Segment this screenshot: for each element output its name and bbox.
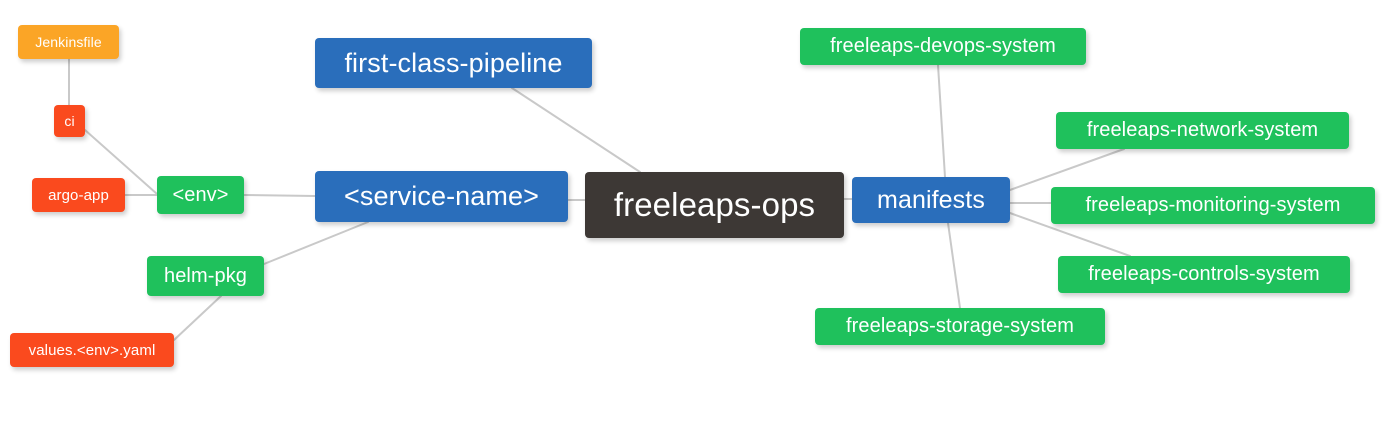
node-env[interactable]: <env>: [157, 176, 244, 214]
edge-freeleaps-devops-system-to-manifests: [937, 64, 946, 178]
edge-manifests-to-freeleaps-storage-system: [947, 222, 961, 309]
node-freeleaps-storage-system[interactable]: freeleaps-storage-system: [815, 308, 1105, 345]
node-freeleaps-devops-system[interactable]: freeleaps-devops-system: [800, 28, 1086, 65]
edge-manifests-to-freeleaps-network-system: [1009, 148, 1125, 191]
node-ci[interactable]: ci: [54, 105, 85, 137]
node-argo-app[interactable]: argo-app: [32, 178, 125, 212]
edge-first-class-pipeline-to-freeleaps-ops: [511, 87, 641, 173]
edge-env-to-service-name: [243, 194, 316, 197]
node-freeleaps-controls-system[interactable]: freeleaps-controls-system: [1058, 256, 1350, 293]
node-values-yaml[interactable]: values.<env>.yaml: [10, 333, 174, 367]
node-freeleaps-network-system[interactable]: freeleaps-network-system: [1056, 112, 1349, 149]
node-jenkinsfile[interactable]: Jenkinsfile: [18, 25, 119, 59]
node-service-name[interactable]: <service-name>: [315, 171, 568, 222]
edge-values-yaml-to-helm-pkg: [173, 295, 222, 341]
edge-helm-pkg-to-service-name: [263, 221, 369, 265]
node-freeleaps-ops[interactable]: freeleaps-ops: [585, 172, 844, 238]
node-helm-pkg[interactable]: helm-pkg: [147, 256, 264, 296]
node-freeleaps-monitoring-system[interactable]: freeleaps-monitoring-system: [1051, 187, 1375, 224]
node-first-class-pipeline[interactable]: first-class-pipeline: [315, 38, 592, 88]
node-manifests[interactable]: manifests: [852, 177, 1010, 223]
